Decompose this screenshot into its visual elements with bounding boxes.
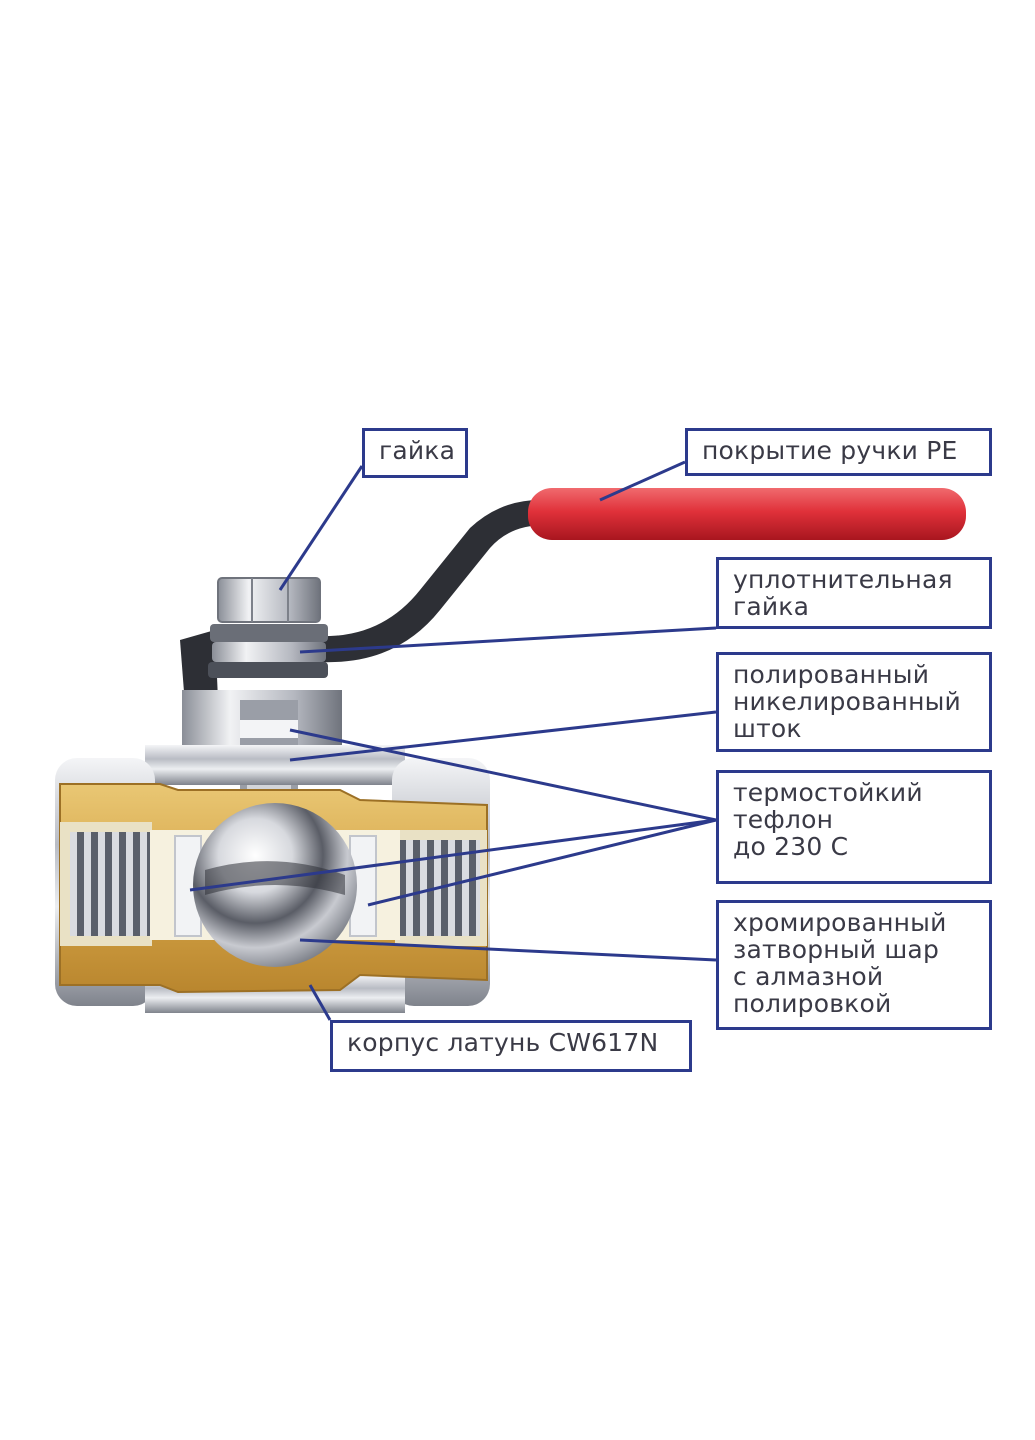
label-teflon: термостойкий тефлон до 230 С (716, 770, 992, 884)
label-stem-line-1: полированный (733, 660, 930, 689)
label-teflon-line-1: термостойкий (733, 778, 923, 807)
label-body: корпус латунь CW617N (330, 1020, 692, 1072)
label-stem-line-2: никелированный (733, 687, 961, 716)
label-body-line-1: корпус латунь CW617N (347, 1028, 659, 1057)
label-teflon-line-2: тефлон (733, 805, 834, 834)
label-seal-nut-line-2: гайка (733, 592, 810, 621)
label-seal-nut-line-1: уплотнительная (733, 565, 953, 594)
label-stem: полированный никелированный шток (716, 652, 992, 752)
label-stem-line-3: шток (733, 714, 802, 743)
label-nut: гайка (362, 428, 468, 478)
label-ball-line-2: затворный шар (733, 935, 940, 964)
label-ball-line-3: с алмазной (733, 962, 884, 991)
label-ball: хромированный затворный шар с алмазной п… (716, 900, 992, 1030)
label-ball-line-1: хромированный (733, 908, 947, 937)
label-nut-line-1: гайка (379, 436, 456, 465)
label-handle-coating-line-1: покрытие ручки PE (702, 436, 958, 465)
label-seal-nut: уплотнительная гайка (716, 557, 992, 629)
label-ball-line-4: полировкой (733, 989, 892, 1018)
label-handle-coating: покрытие ручки PE (685, 428, 992, 476)
label-teflon-line-3: до 230 С (733, 832, 849, 861)
